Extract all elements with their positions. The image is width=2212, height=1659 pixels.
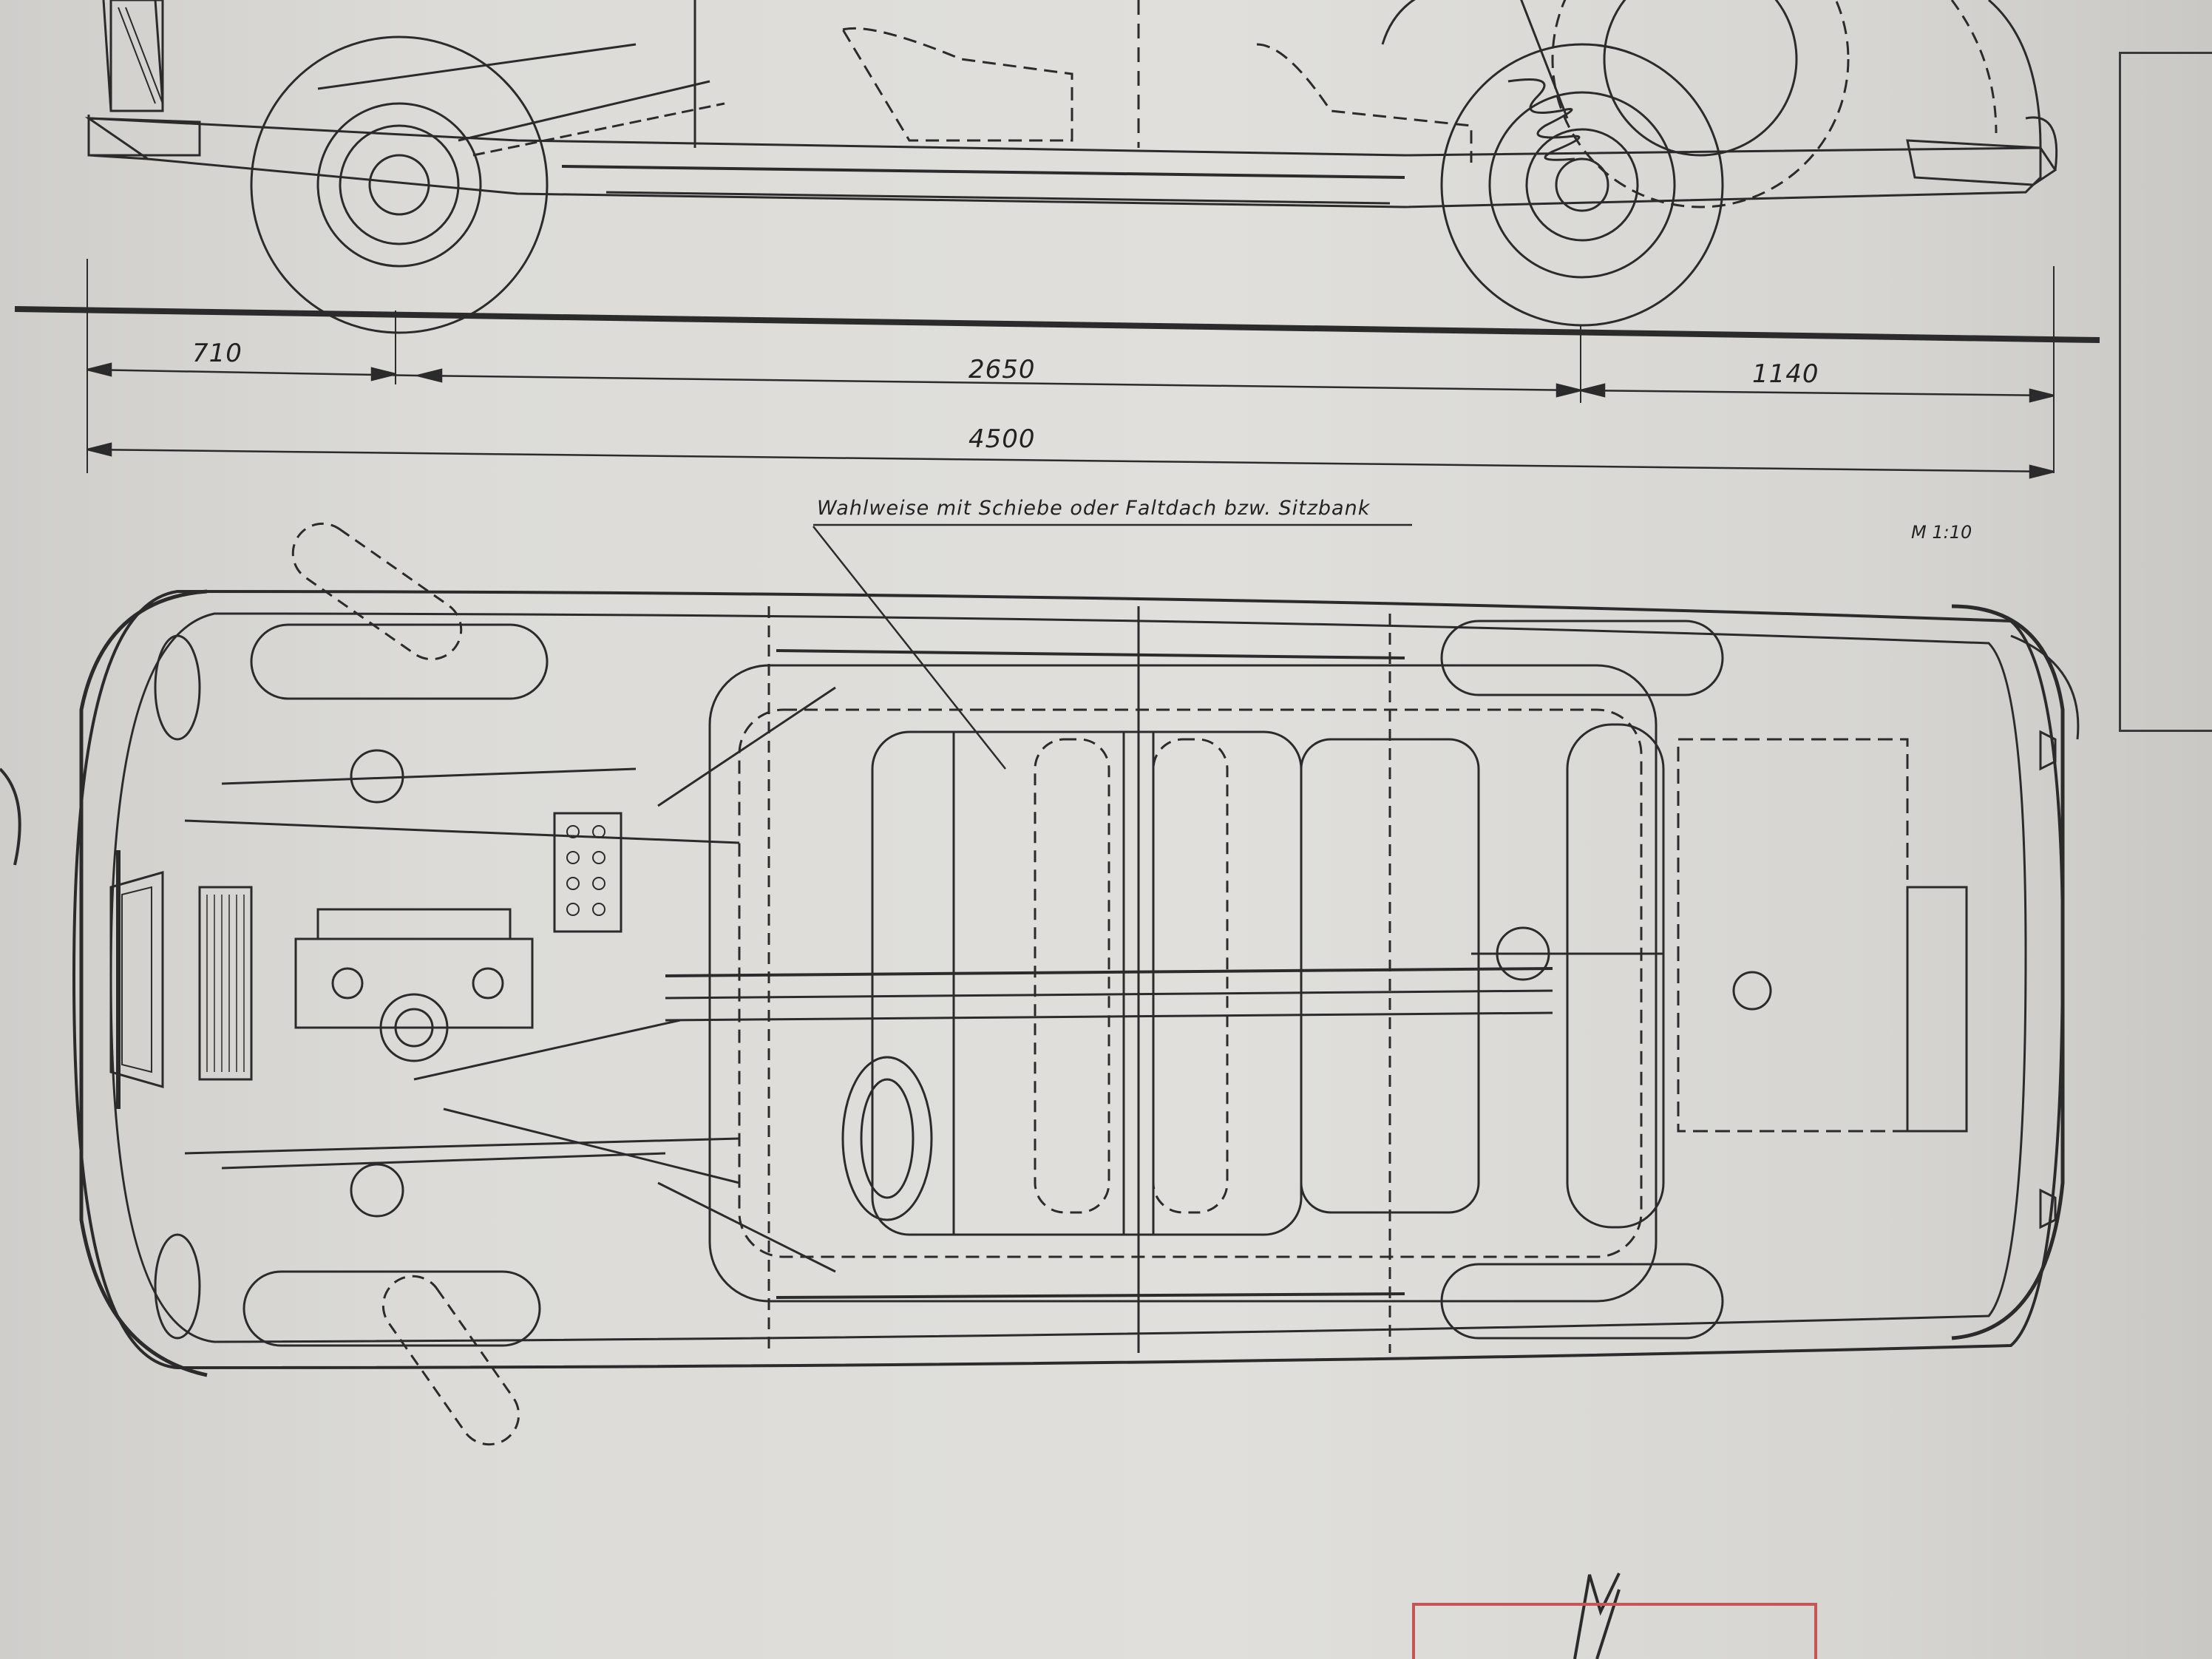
plan-view: [72, 522, 2080, 1446]
fuel-tank: [1906, 886, 1968, 1133]
front-wheel-side: [250, 35, 549, 334]
wheelbase-dimension-line: [417, 374, 1581, 392]
overall-length-label: 4500: [968, 424, 1036, 454]
dimension-lines: [86, 362, 2055, 479]
wheelbase-label: 2650: [968, 355, 1036, 384]
rear-wheel-side: [1440, 43, 1724, 327]
front-wheel-left-plan: [250, 623, 549, 700]
rear-overhang-label: 1140: [1752, 359, 1819, 389]
front-wheel-right-plan: [242, 1270, 541, 1347]
rear-wheel-left-plan: [1440, 620, 1724, 696]
body-outline: [72, 589, 2065, 1370]
engine-block: [294, 937, 534, 1029]
overall-length-dimension-line: [86, 448, 2055, 473]
front-overhang-label: 710: [192, 339, 242, 368]
title-block-edge: [2119, 52, 2212, 732]
approval-stamp: [1412, 1603, 1817, 1659]
scale-label: M 1:10: [1911, 522, 1972, 543]
ground-line: [14, 306, 2100, 343]
side-view: [14, 0, 2100, 473]
steering-wheel: [841, 1056, 933, 1221]
signature: [1573, 1573, 1621, 1659]
note-leader-line: [812, 526, 1006, 770]
fuse-box: [553, 812, 622, 933]
front-overhang-dimension-line: [86, 368, 418, 377]
rear-overhang-dimension-line: [1580, 389, 2055, 397]
option-note: Wahlweise mit Schiebe oder Faltdach bzw.…: [817, 497, 1371, 520]
